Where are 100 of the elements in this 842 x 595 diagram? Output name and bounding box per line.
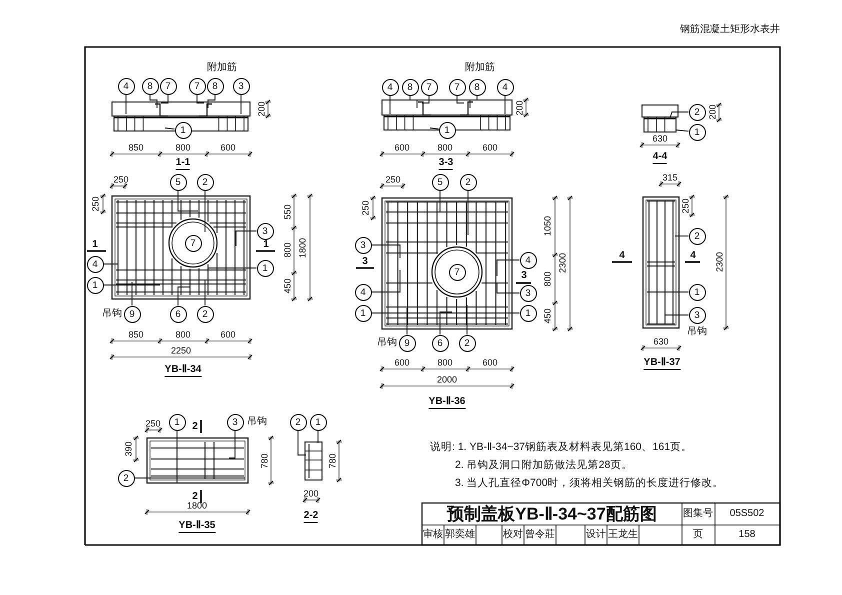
section-label: 3	[521, 271, 527, 281]
section-label: 1	[92, 240, 98, 250]
callout-number: 2	[688, 104, 706, 120]
annotation-text: 吊钩	[247, 417, 267, 427]
leader-line	[470, 95, 478, 108]
section-label: 1	[263, 240, 269, 250]
callout-number: 3	[232, 78, 250, 94]
callout-number: 7	[160, 78, 176, 94]
dimension-text: 200	[303, 490, 319, 498]
title-block-label: 页	[693, 530, 703, 540]
leader-line	[371, 270, 400, 292]
leader-line	[456, 95, 464, 104]
dimension-text: 450	[284, 278, 292, 294]
callout-number: 1	[688, 124, 706, 140]
dimension-text: 2300	[558, 252, 568, 274]
leader-line	[440, 312, 452, 335]
leader-line	[371, 244, 400, 258]
dimension-text: 315	[662, 174, 678, 182]
leader-line	[150, 94, 158, 108]
callout-number: 2	[458, 334, 476, 352]
leader-line	[178, 286, 190, 306]
annotation-text: 吊钩	[377, 338, 397, 348]
title-block-label: 图集号	[683, 509, 713, 519]
dimension-text: 250	[385, 176, 401, 184]
note-text: 2. 吊钩及洞口附加筋做法见第28页。	[455, 460, 632, 470]
callout-number: 8	[468, 78, 486, 96]
callout-number: 7	[188, 78, 206, 94]
dimension-text: 1800	[298, 238, 308, 258]
dimension-text: 200	[516, 100, 524, 116]
title-block-label: 审核	[423, 530, 443, 540]
view-title: 3-3	[438, 158, 454, 170]
person-name: 王龙生	[608, 530, 638, 540]
dimension-text: 250	[145, 420, 161, 428]
dimension-text: 600	[394, 358, 410, 368]
slab-plan-drawing	[382, 198, 512, 329]
callout-number: 5	[432, 174, 448, 190]
leader-line	[196, 94, 204, 104]
section-drawing	[112, 100, 250, 132]
callout-number: 4	[354, 284, 372, 300]
section-label: 3	[362, 257, 368, 267]
callout-number: 1	[256, 260, 274, 276]
dimension-text: 250	[682, 198, 690, 214]
dimension-text: 600	[220, 144, 236, 152]
leader-line	[176, 430, 178, 484]
leader-line	[204, 280, 206, 306]
callout-number: 6	[170, 306, 186, 322]
callout-number: 2	[688, 228, 706, 244]
dimension-text: 800	[437, 358, 453, 368]
callout-number: 1	[688, 284, 706, 300]
dimension-text: 2300	[716, 252, 724, 272]
leader-line	[228, 430, 236, 458]
leader-line	[164, 128, 175, 130]
dimension-text: 250	[113, 176, 129, 184]
callout-number: 3	[354, 236, 372, 254]
leader-line	[178, 190, 198, 212]
callout-number: 1	[354, 304, 372, 322]
view-title: YB-Ⅱ-34	[164, 365, 202, 377]
leader-line	[410, 95, 418, 108]
dimension-text: 200	[258, 101, 266, 117]
dimension-text: 550	[284, 204, 292, 220]
view-title: 4-4	[652, 152, 668, 164]
leader-line	[670, 112, 689, 118]
view-title: YB-Ⅱ-36	[428, 397, 466, 409]
dimension-text: 630	[653, 338, 669, 346]
callout-number: 7	[448, 78, 466, 96]
slab-plan-drawing	[112, 196, 250, 299]
callout-number: 2	[290, 414, 306, 430]
dimension-text: 2250	[170, 346, 192, 356]
dimension-text: 600	[482, 358, 498, 368]
callout-number: 1	[168, 414, 186, 430]
callout-number: 9	[398, 334, 416, 352]
dimension-text: 800	[544, 271, 552, 287]
section-label: 4	[619, 251, 625, 261]
dimension-text: 2000	[436, 376, 458, 384]
callout-number: 3	[226, 414, 244, 430]
title-block-label: 设计	[586, 530, 606, 540]
view-title: YB-Ⅱ-35	[178, 521, 216, 533]
annotation-text: 附加筋	[207, 63, 237, 73]
leader-line	[496, 282, 520, 294]
callout-number: 8	[142, 78, 158, 94]
leader-line	[204, 190, 206, 232]
dimension-text: 600	[482, 144, 498, 152]
slab-plan-drawing	[147, 438, 248, 483]
callout-number: 3	[520, 284, 536, 302]
person-name: 曾令莊	[525, 530, 555, 540]
dimension-text: 250	[362, 200, 370, 216]
callout-number: 8	[402, 78, 418, 96]
title-block-label: 校对	[503, 530, 523, 540]
leader-line	[236, 230, 257, 246]
dimension-text: 630	[652, 134, 668, 144]
callout-number: 7	[184, 234, 202, 252]
annotation-text: 附加筋	[465, 63, 495, 73]
leader-line	[208, 94, 216, 108]
leader-line	[430, 128, 439, 130]
section-drawing	[642, 105, 678, 132]
dimension-text: 1050	[544, 216, 552, 236]
callout-number: 4	[86, 256, 104, 272]
leader-line	[504, 95, 506, 114]
callout-number: 2	[196, 174, 214, 190]
callout-number: 3	[688, 306, 706, 324]
